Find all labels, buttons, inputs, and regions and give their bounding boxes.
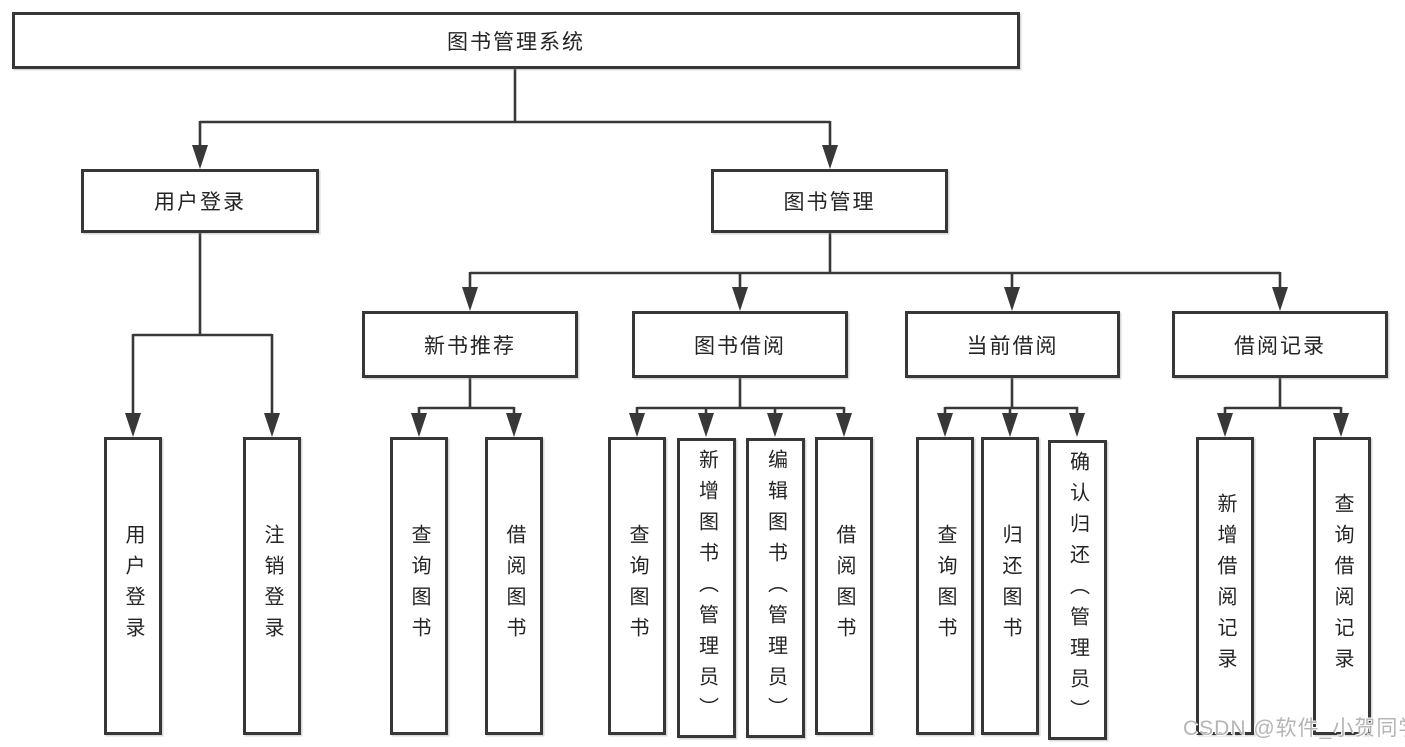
connector-user-login-branch <box>125 233 280 437</box>
leaf-borrow-books-2: 借阅图书 <box>815 437 873 735</box>
leaf-logout: 注销登录 <box>243 437 301 735</box>
connector-book-management-to-level3 <box>462 233 1288 311</box>
connector-new-book-recommend-branch <box>411 378 522 437</box>
leaf-query-books-1-label: 查询图书 <box>408 524 430 648</box>
node-user-login-branch-label: 用户登录 <box>154 191 246 214</box>
leaf-add-books-admin: 新增图书（管理员） <box>677 438 736 738</box>
leaf-query-borrow-record: 查询借阅记录 <box>1313 437 1371 735</box>
node-book-management: 图书管理 <box>711 169 948 233</box>
node-new-book-recommend-label: 新书推荐 <box>424 334 516 358</box>
leaf-logout-label: 注销登录 <box>261 524 283 648</box>
node-borrow-records-label: 借阅记录 <box>1234 334 1326 358</box>
leaf-query-borrow-record-label: 查询借阅记录 <box>1331 493 1353 679</box>
node-book-borrow-label: 图书借阅 <box>694 334 786 358</box>
leaf-add-borrow-record-label: 新增借阅记录 <box>1214 493 1236 679</box>
leaf-edit-books-admin-label: 编辑图书（管理员） <box>764 448 787 728</box>
node-book-management-label: 图书管理 <box>783 191 876 214</box>
node-new-book-recommend: 新书推荐 <box>362 311 578 378</box>
node-borrow-records: 借阅记录 <box>1172 311 1388 378</box>
leaf-borrow-books-2-label: 借阅图书 <box>833 524 855 648</box>
node-root-label: 图书管理系统 <box>447 30 585 54</box>
leaf-user-login-label: 用户登录 <box>122 524 144 648</box>
leaf-add-borrow-record: 新增借阅记录 <box>1196 437 1254 735</box>
leaf-query-books-2-label: 查询图书 <box>626 524 648 648</box>
leaf-query-books-3: 查询图书 <box>916 437 974 735</box>
leaf-confirm-return-admin: 确认归还（管理员） <box>1048 440 1107 740</box>
node-book-borrow: 图书借阅 <box>632 311 848 378</box>
node-current-borrow-label: 当前借阅 <box>966 334 1059 358</box>
leaf-borrow-books-1: 借阅图书 <box>485 437 543 735</box>
node-root: 图书管理系统 <box>12 12 1020 69</box>
leaf-query-books-3-label: 查询图书 <box>934 524 956 648</box>
connector-root-to-level2 <box>192 69 838 169</box>
leaf-query-books-1: 查询图书 <box>390 437 448 735</box>
leaf-add-books-admin-label: 新增图书（管理员） <box>695 448 718 728</box>
csdn-watermark: CSDN @软件_小贺同学 <box>1183 717 1405 740</box>
node-user-login-branch: 用户登录 <box>81 169 319 233</box>
leaf-user-login: 用户登录 <box>104 437 162 735</box>
connector-borrow-records-branch <box>1217 378 1349 437</box>
connector-book-borrow-branch <box>629 378 852 437</box>
leaf-query-books-2: 查询图书 <box>608 437 666 735</box>
leaf-return-books-label: 归还图书 <box>999 524 1021 648</box>
connector-current-borrow-branch <box>937 378 1085 437</box>
leaf-borrow-books-1-label: 借阅图书 <box>503 524 525 648</box>
leaf-return-books: 归还图书 <box>981 437 1039 735</box>
node-current-borrow: 当前借阅 <box>905 311 1120 378</box>
leaf-edit-books-admin: 编辑图书（管理员） <box>746 438 805 738</box>
leaf-confirm-return-admin-label: 确认归还（管理员） <box>1066 450 1089 730</box>
